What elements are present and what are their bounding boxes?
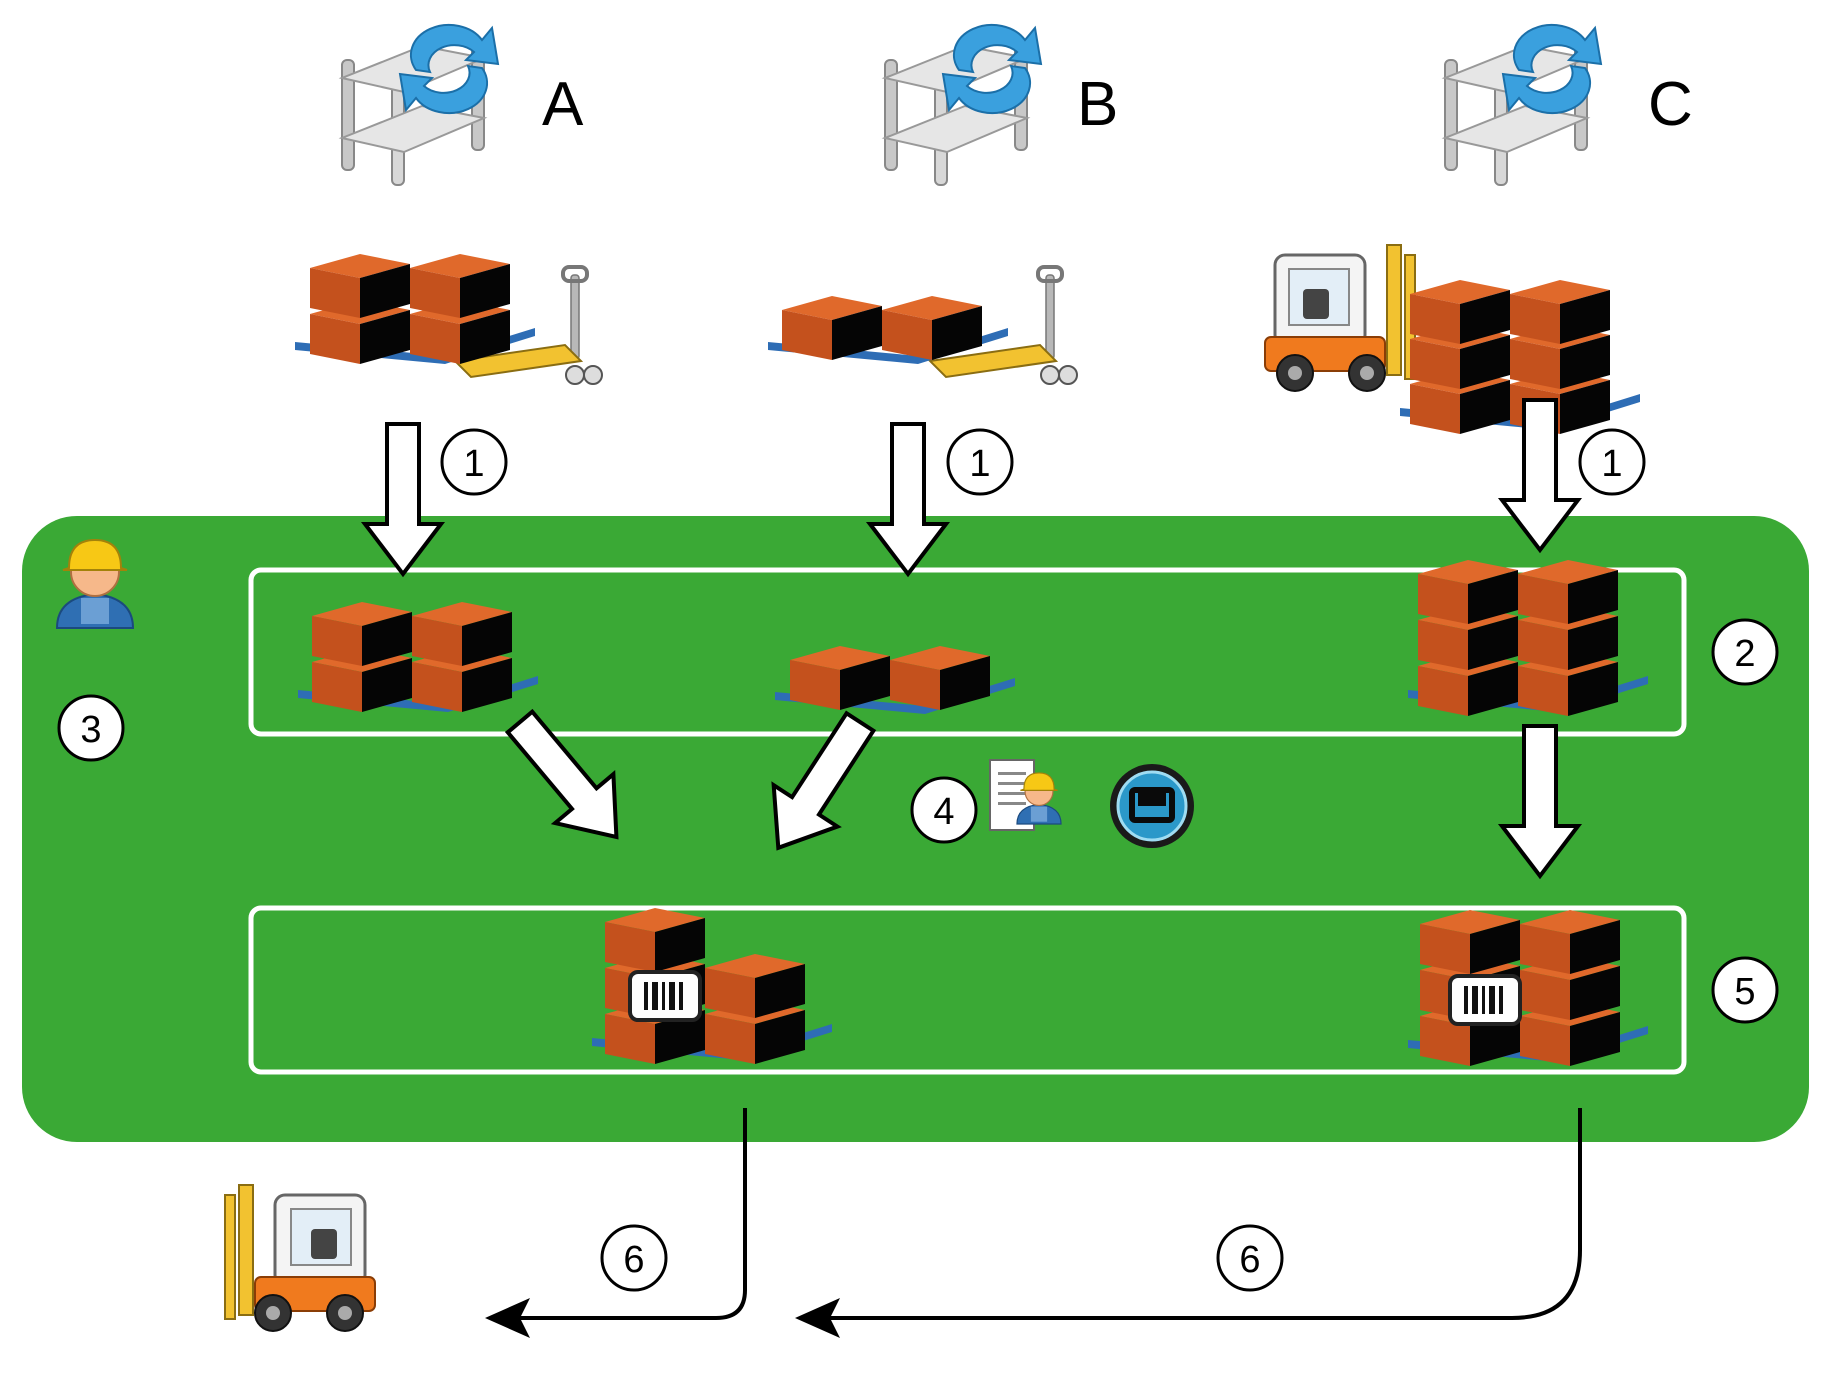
- step-1-c: 1: [1578, 428, 1646, 496]
- step-2: 2: [1711, 618, 1779, 686]
- svg-text:2: 2: [1734, 633, 1755, 675]
- merge-arrow-b: [771, 710, 877, 851]
- forklift-icon: [223, 1183, 377, 1333]
- dispatch-arrowhead-1: [485, 1298, 530, 1338]
- labeled-lane: [248, 905, 1687, 1075]
- rack-c: C: [1444, 23, 1693, 187]
- rack-refresh-icon: [341, 23, 499, 187]
- step-6-b: 6: [1216, 1224, 1284, 1292]
- rack-refresh-icon: [884, 23, 1042, 187]
- rack-b: B: [884, 23, 1118, 187]
- step-1-b: 1: [946, 428, 1014, 496]
- staged-load-a: [298, 602, 538, 712]
- step-4: 4: [910, 776, 978, 844]
- save-button[interactable]: [1110, 764, 1194, 848]
- incoming-load-c: [1263, 243, 1640, 434]
- barcode-label-icon: [628, 970, 702, 1022]
- staging-lane: [248, 567, 1687, 737]
- incoming-load-b: [768, 265, 1079, 386]
- barcode-label-icon: [1448, 974, 1522, 1026]
- step-6-a: 6: [600, 1224, 668, 1292]
- step-3: 3: [57, 694, 125, 762]
- dispatch-arrowhead-2: [795, 1298, 840, 1338]
- dispatch-line-2: [820, 1108, 1582, 1320]
- merge-arrow-a: [504, 708, 619, 840]
- rack-c-label: C: [1648, 70, 1693, 139]
- svg-text:5: 5: [1734, 971, 1755, 1013]
- forklift-icon: [1263, 243, 1417, 393]
- dispatch-line-1: [510, 1108, 747, 1320]
- svg-text:1: 1: [1601, 443, 1622, 485]
- rack-b-label: B: [1077, 70, 1118, 139]
- svg-text:1: 1: [463, 443, 484, 485]
- labeled-load-2: [1408, 910, 1648, 1066]
- step-1-a: 1: [440, 428, 508, 496]
- svg-text:4: 4: [933, 791, 954, 833]
- worker-document-icon: [989, 759, 1062, 831]
- staged-load-c: [1408, 560, 1648, 716]
- svg-text:6: 6: [623, 1239, 644, 1281]
- svg-text:1: 1: [969, 443, 990, 485]
- svg-text:6: 6: [1239, 1239, 1260, 1281]
- svg-text:3: 3: [80, 709, 101, 751]
- step-5: 5: [1711, 956, 1779, 1024]
- rack-a-label: A: [542, 70, 584, 139]
- rack-a: A: [341, 23, 584, 187]
- rack-refresh-icon: [1444, 23, 1602, 187]
- outgoing-forklift: [223, 1183, 377, 1333]
- incoming-load-a: [295, 254, 604, 386]
